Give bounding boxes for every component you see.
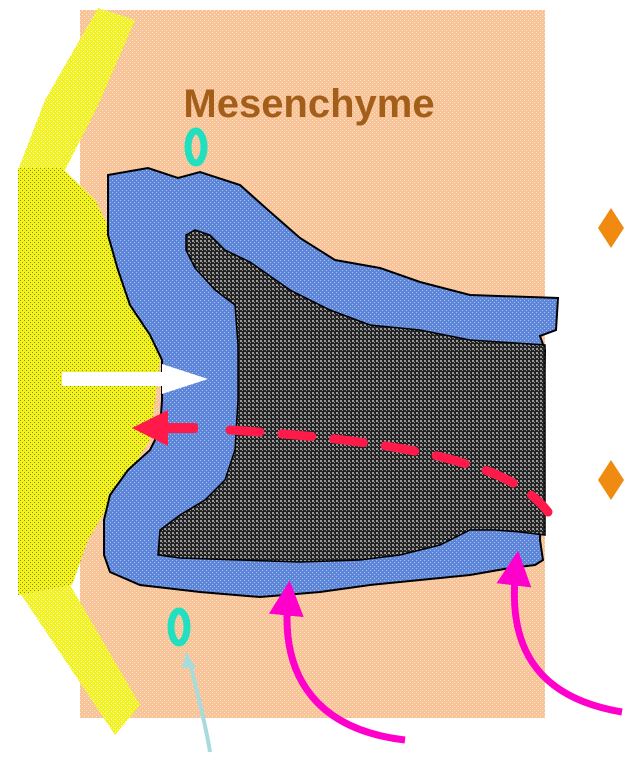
bullet-diamond-2 xyxy=(598,460,624,500)
diagram-title: Mesenchyme xyxy=(183,82,434,126)
bullet-diamond-1 xyxy=(598,208,624,248)
